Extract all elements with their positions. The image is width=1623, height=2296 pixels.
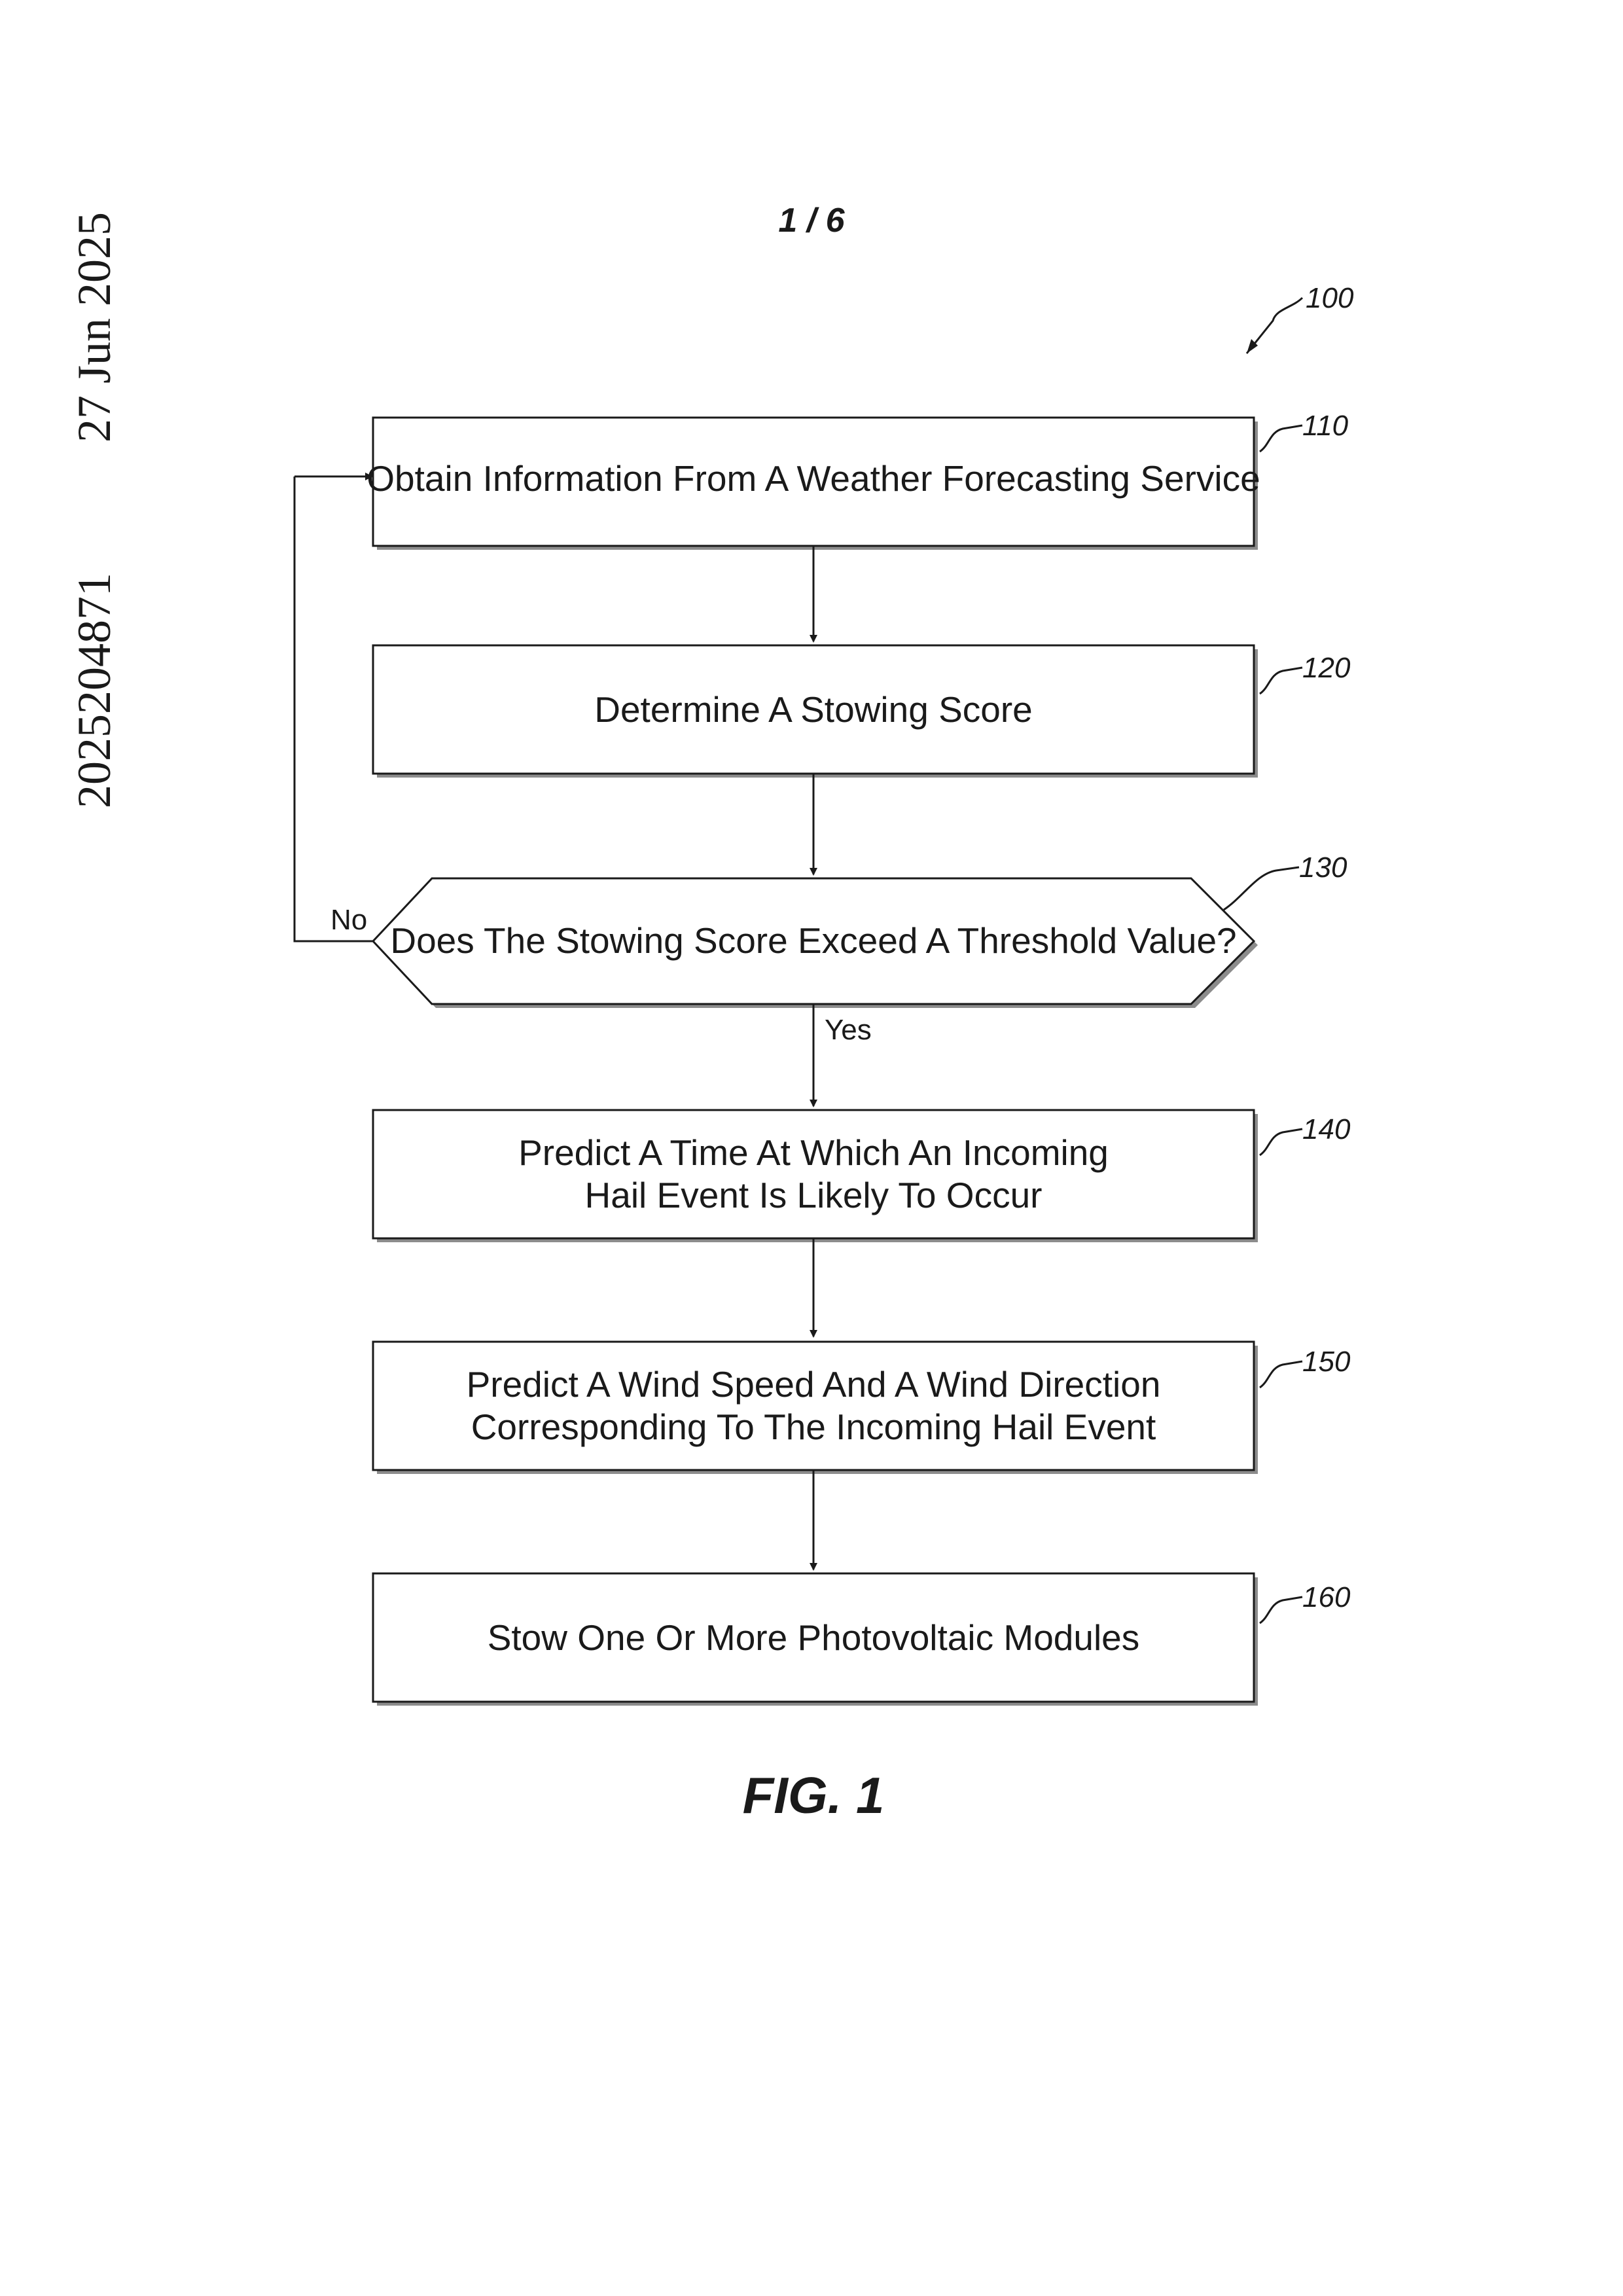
step-140-text-line2: Hail Event Is Likely To Occur — [585, 1175, 1043, 1215]
step-160-box: Stow One Or More Photovoltaic Modules — [373, 1573, 1258, 1706]
ref-label-160: 160 — [1302, 1581, 1351, 1613]
step-140-text-line1: Predict A Time At Which An Incoming — [518, 1132, 1109, 1173]
page-header: 1 / 6 — [778, 202, 845, 240]
ref-160-callout: 160 — [1260, 1581, 1351, 1623]
side-number-label: 2025204871 — [68, 573, 120, 808]
step-130-decision: Does The Stowing Score Exceed A Threshol… — [373, 878, 1258, 1008]
ref-140-callout: 140 — [1260, 1113, 1351, 1155]
ref-label-140: 140 — [1302, 1113, 1351, 1145]
step-150-text-line2: Corresponding To The Incoming Hail Event — [471, 1407, 1156, 1447]
ref-150-callout: 150 — [1260, 1346, 1351, 1388]
ref-label-130: 130 — [1299, 852, 1347, 884]
step-130-text: Does The Stowing Score Exceed A Threshol… — [390, 920, 1236, 961]
step-150-box: Predict A Wind Speed And A Wind Directio… — [373, 1342, 1258, 1474]
ref-label-150: 150 — [1302, 1346, 1351, 1378]
yes-branch-label: Yes — [825, 1014, 872, 1046]
figure-caption: FIG. 1 — [743, 1767, 885, 1824]
no-branch-loop: No — [294, 476, 373, 941]
step-110-text: Obtain Information From A Weather Foreca… — [366, 458, 1260, 499]
step-140-box: Predict A Time At Which An Incoming Hail… — [373, 1110, 1258, 1242]
ref-label-110: 110 — [1302, 410, 1349, 442]
step-160-text: Stow One Or More Photovoltaic Modules — [488, 1617, 1140, 1658]
ref-label-120: 120 — [1302, 652, 1351, 684]
step-150-text-line1: Predict A Wind Speed And A Wind Directio… — [467, 1364, 1161, 1405]
ref-130-callout: 130 — [1224, 852, 1347, 910]
step-120-box: Determine A Stowing Score — [373, 645, 1258, 778]
step-110-box: Obtain Information From A Weather Foreca… — [366, 418, 1260, 550]
step-120-text: Determine A Stowing Score — [594, 689, 1033, 730]
ref-label-100: 100 — [1306, 282, 1354, 314]
ref-110-callout: 110 — [1260, 410, 1349, 452]
side-date-label: 27 Jun 2025 — [68, 212, 120, 442]
yes-branch: Yes — [813, 1004, 872, 1106]
ref-120-callout: 120 — [1260, 652, 1351, 694]
no-branch-label: No — [330, 904, 367, 936]
ref-100-callout: 100 — [1247, 282, 1354, 353]
